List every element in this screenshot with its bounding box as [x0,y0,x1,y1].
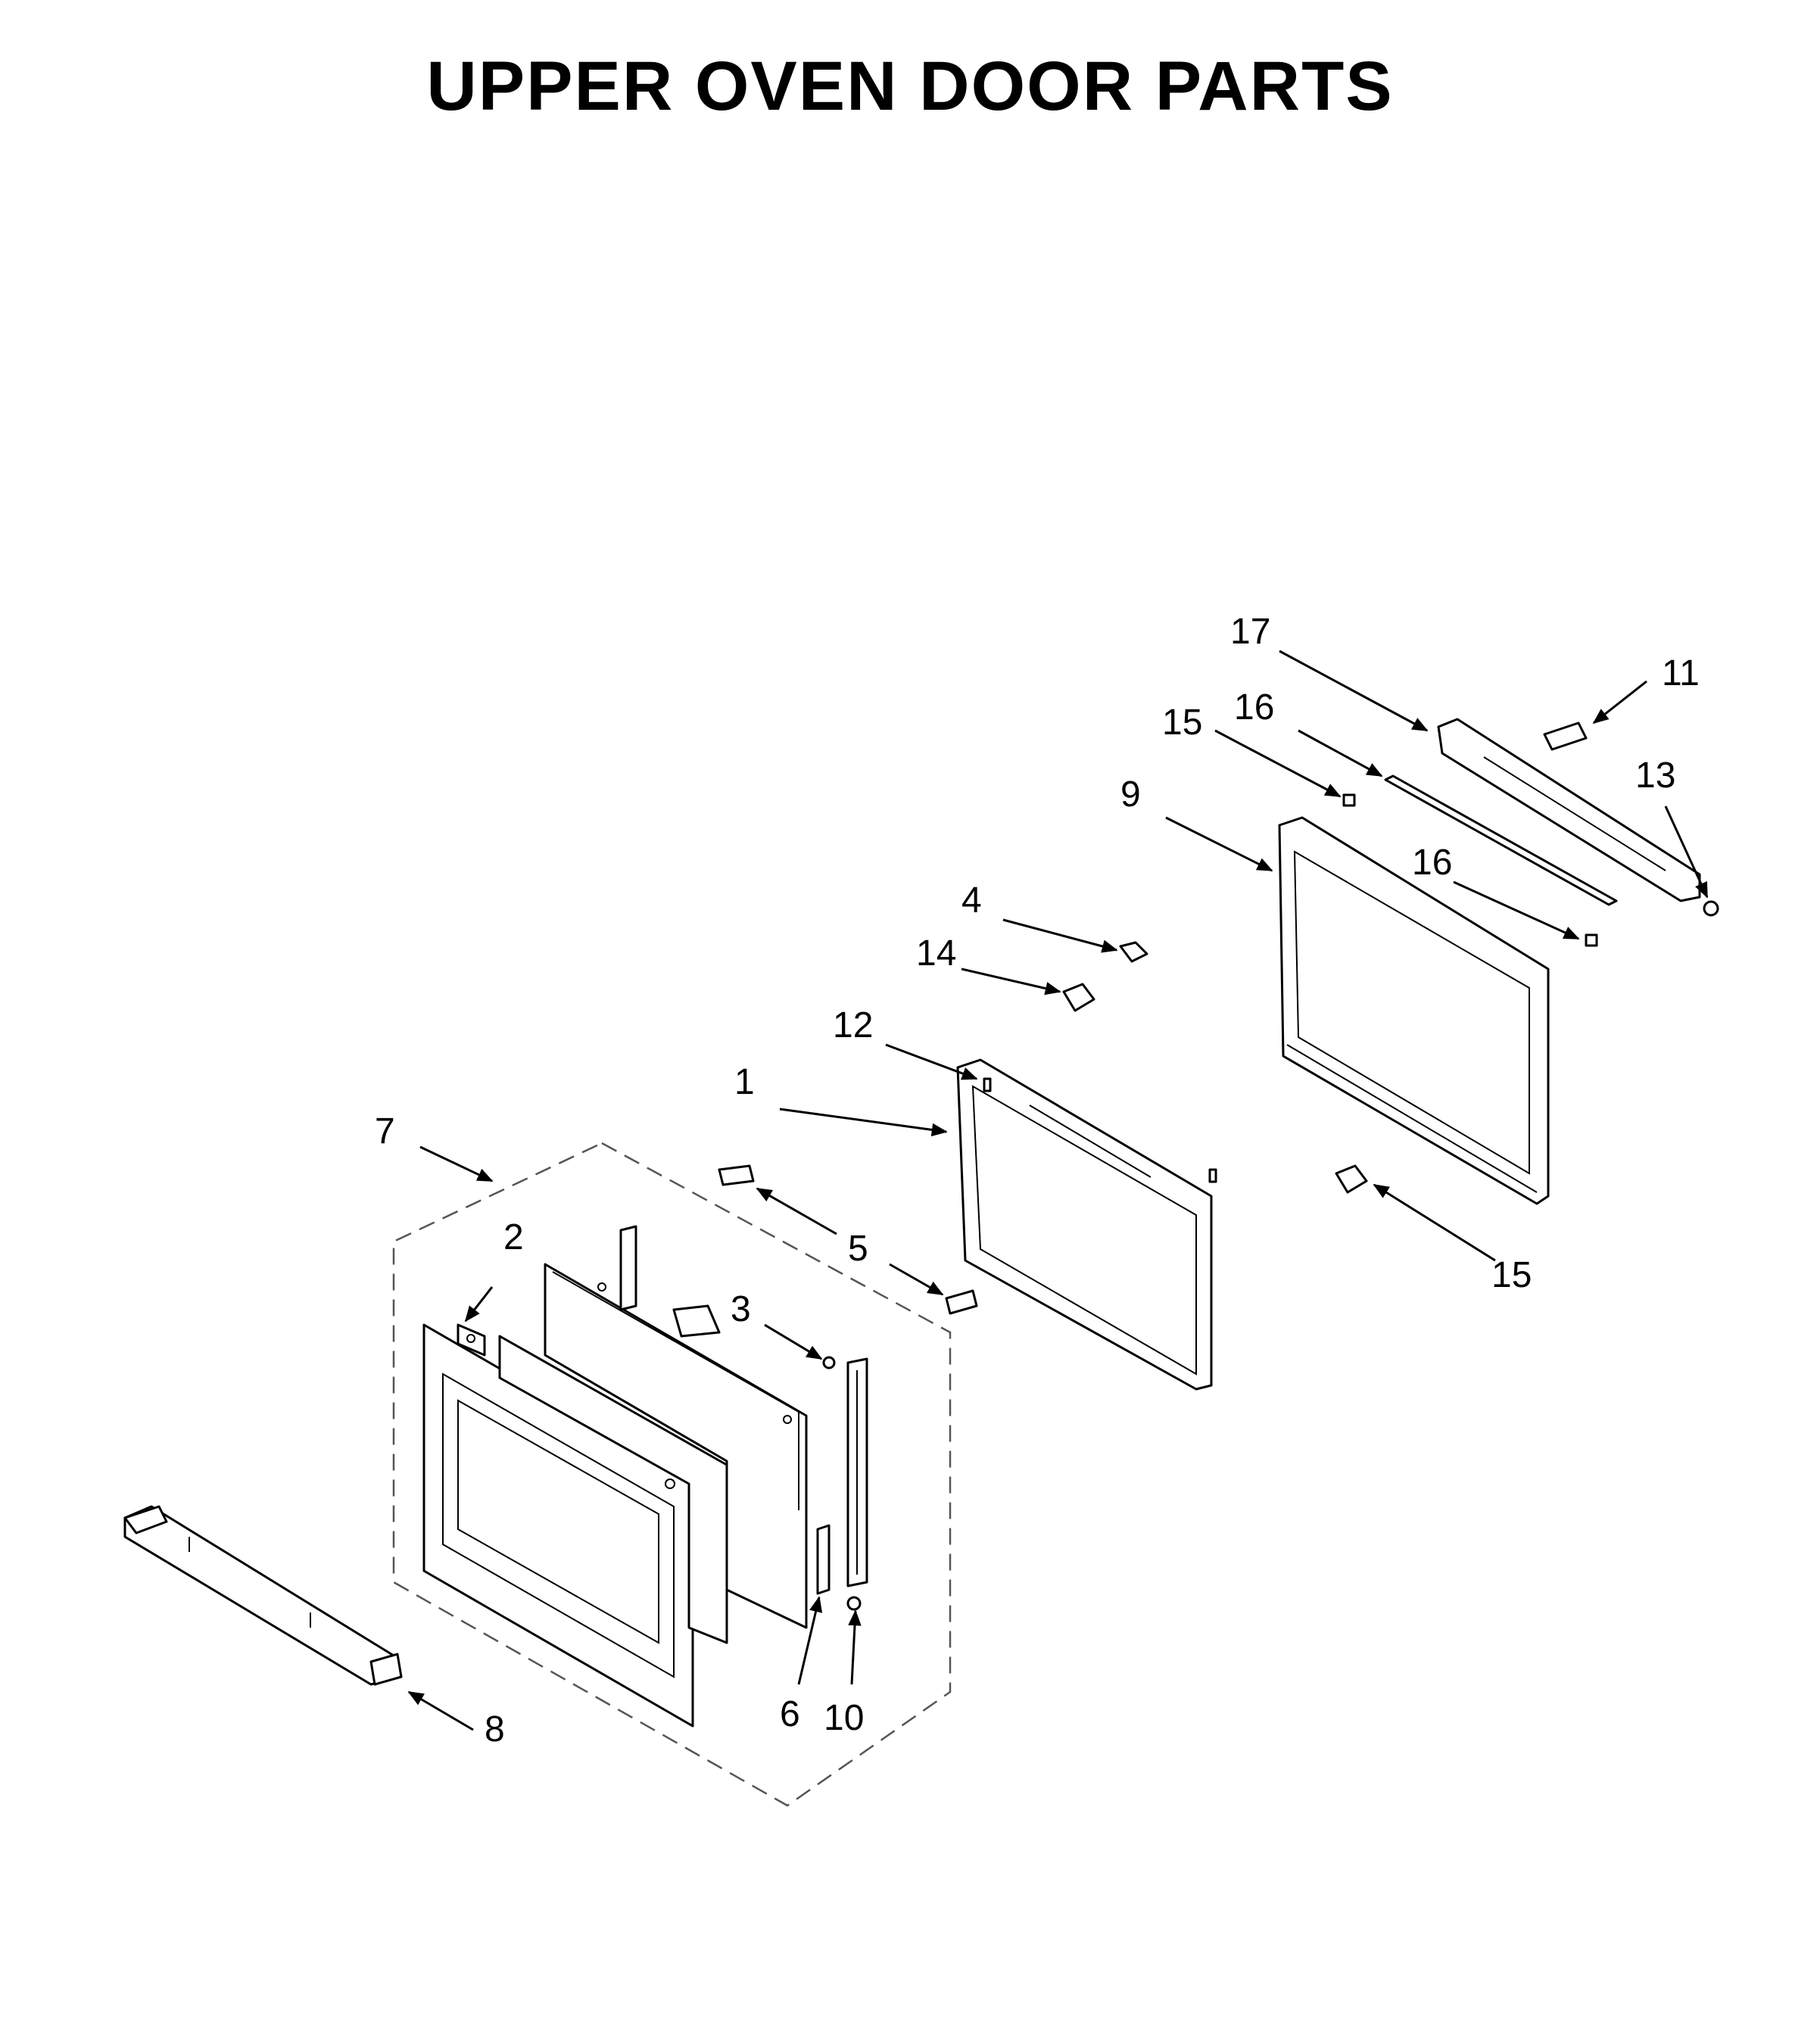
inner-glass-panels[interactable] [498,1263,808,1644]
callout-15: 15 [1491,1255,1532,1295]
callout-8: 8 [485,1709,505,1750]
page-title: UPPER OVEN DOOR PARTS [426,48,1394,125]
callout-16b: 16 [1412,843,1452,883]
inner-door-liner[interactable] [1278,816,1550,1205]
mounting-clip[interactable] [1119,941,1148,963]
callout-9: 9 [1120,774,1141,815]
callout-1: 1 [734,1062,755,1102]
callout-13: 13 [1635,756,1675,796]
door-bumper[interactable] [1062,983,1095,1012]
door-side-channel[interactable] [846,1357,868,1588]
callout-5: 5 [848,1229,868,1269]
leader-16a [1214,729,1342,798]
leader-2 [464,1286,494,1323]
leader-10 [848,1609,862,1685]
leader-6 [797,1596,823,1685]
callout-17: 16 [1234,687,1274,728]
hinge-screw[interactable] [846,1596,862,1611]
door-stop-bumper[interactable] [1335,1164,1368,1194]
trim-screw-11[interactable] [1543,721,1588,751]
callout-6: 6 [780,1694,800,1734]
leader-5b [889,1263,944,1296]
hinge-receptacle[interactable] [816,1524,831,1595]
spacer-pad[interactable] [983,1077,1217,1183]
callout-4: 4 [961,880,982,921]
door-assembly-boundary [392,1142,952,1807]
callout-16a: 15 [1162,703,1202,743]
leader-8 [407,1690,474,1731]
vent-pad-upper[interactable] [1342,793,1356,807]
callout-7: 7 [375,1111,395,1151]
screw-5a[interactable] [718,1164,755,1186]
trim-screw-13[interactable] [1703,900,1719,917]
leader-5a [756,1187,837,1235]
leader-4 [1002,918,1118,953]
leader-9 [1165,816,1273,872]
leader-16b [1453,880,1580,940]
leader-17 [1298,729,1383,777]
gasket-strip[interactable] [1384,774,1618,906]
callout-18: 17 [1230,612,1270,652]
callout-11: 11 [1662,653,1700,693]
inner-door-frame[interactable] [956,1058,1213,1391]
leader-1 [779,1108,948,1137]
callout-14: 14 [916,933,956,974]
leader-18 [1279,650,1429,732]
channel-screw[interactable] [822,1356,836,1369]
leader-11 [1592,680,1647,724]
lock-bracket[interactable] [457,1323,486,1357]
callout-2: 2 [503,1217,524,1257]
leader-13 [1664,805,1709,899]
callout-3: 3 [731,1289,751,1329]
door-handle[interactable] [123,1505,403,1686]
leader-3 [764,1323,823,1360]
callout-10: 10 [824,1698,864,1738]
door-channel-top[interactable] [619,1225,721,1338]
callout-12: 12 [833,1005,873,1045]
leader-12 [885,1043,978,1080]
screw-5b[interactable] [945,1289,978,1315]
leader-14 [961,967,1061,996]
vent-pad-lower[interactable] [1585,933,1598,947]
leader-7 [419,1145,494,1182]
leader-15 [1373,1183,1496,1262]
